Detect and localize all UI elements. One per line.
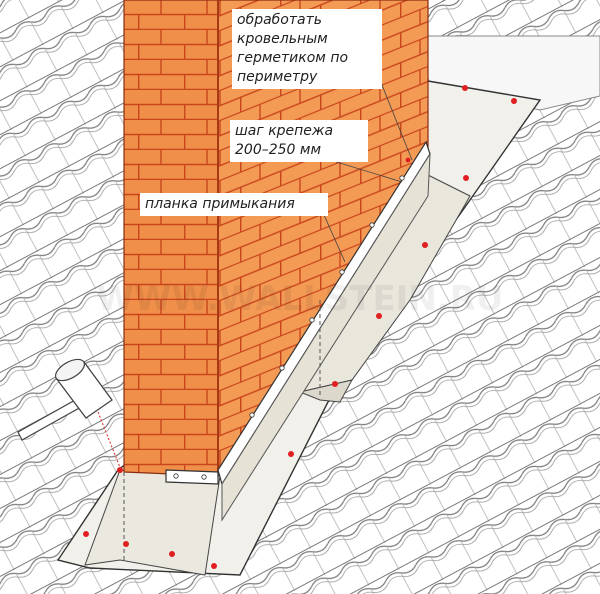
plank-screws [173, 175, 405, 480]
callout-step-line-1: шаг крепежа [235, 123, 334, 139]
callout-junction-plank: планка примыкания [140, 193, 328, 216]
callout-sealant-line-2: кровельным [237, 31, 328, 47]
callout-sealant-line-4: периметру [237, 69, 318, 85]
callout-sealant: обработать кровельным герметиком по пери… [232, 9, 382, 89]
chimney-front [123, 0, 219, 477]
fastening-marks [83, 85, 517, 569]
watermark: WWW.WALLSTEIN.RU [97, 279, 504, 319]
callout-plank-text: планка примыкания [145, 196, 295, 212]
callout-step-line-2: 200–250 мм [235, 142, 322, 158]
plank-skirt [221, 152, 431, 522]
hammer-icon [17, 358, 122, 471]
callout-fastening-step: шаг крепежа 200–250 мм [230, 120, 368, 162]
callout-sealant-line-3: герметиком по [237, 50, 349, 66]
junction-plank-front [165, 469, 219, 485]
callout-sealant-line-1: обработать [237, 12, 323, 28]
